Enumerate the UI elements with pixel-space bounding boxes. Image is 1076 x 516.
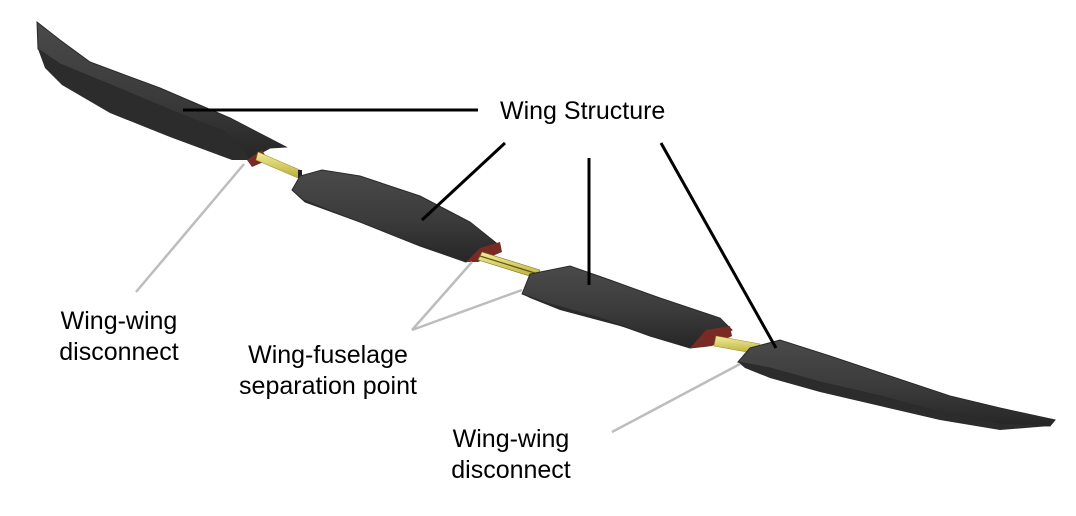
wing-wing-disconnect-right-line1: Wing-wing <box>452 425 570 453</box>
leader-wing-wing-left <box>135 163 245 293</box>
left-inner-wing-panel <box>291 169 502 263</box>
wing-fuselage-separation-label: Wing-fuselage separation point <box>218 340 438 402</box>
leader-separation-a <box>411 261 473 331</box>
left-spar-connector <box>255 151 302 179</box>
leader-right-outer <box>659 142 778 349</box>
wing-fuselage-separation-line2: separation point <box>239 372 417 400</box>
leader-wing-wing-right <box>611 362 741 434</box>
wing-structure-leaders <box>183 108 778 349</box>
wing-wing-disconnect-right-label: Wing-wing disconnect <box>437 424 585 486</box>
wing-wing-disconnect-right-line2: disconnect <box>451 456 571 484</box>
right-inner-wing-panel <box>521 265 733 349</box>
disconnect-leaders <box>135 163 741 434</box>
left-outer-wing-panel <box>36 20 288 167</box>
wing-structure-label: Wing Structure <box>500 97 666 125</box>
right-outer-wing-panel <box>737 339 1056 430</box>
wing-wing-disconnect-left-label: Wing-wing disconnect <box>45 306 193 368</box>
wing-wing-disconnect-left-line1: Wing-wing <box>60 307 178 335</box>
wing-wing-disconnect-left-line2: disconnect <box>59 338 179 366</box>
leader-left-inner <box>420 141 507 222</box>
leader-separation-b <box>411 288 523 332</box>
wing-fuselage-separation-line1: Wing-fuselage <box>248 341 408 369</box>
